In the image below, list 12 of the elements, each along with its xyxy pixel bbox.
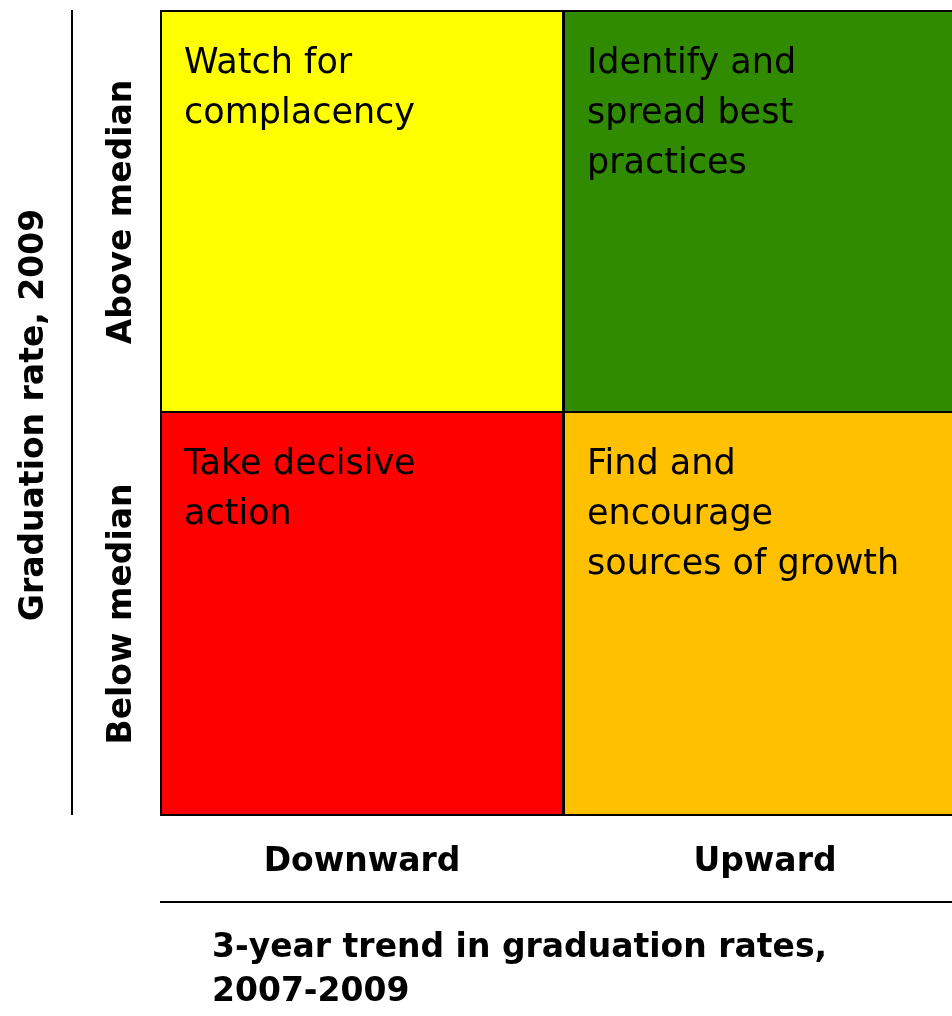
quadrant-text: Watch for complacency [184, 40, 417, 133]
axis-title: Graduation rate, 2009 [11, 208, 53, 622]
quadrant-text: Find and encourage sources of growth [587, 441, 901, 584]
axis-title: 3-year trend in graduation rates, 2007-2009 [212, 925, 829, 1011]
quadrant-text: Identify and spread best practices [587, 40, 798, 183]
axis-category-label: Above median [99, 79, 141, 345]
quadrant-box [160, 411, 564, 816]
axis-category-label: Upward [693, 839, 837, 881]
axis-category-label: Below median [99, 483, 141, 745]
quadrant-box [563, 411, 952, 816]
quadrant-text: Take decisive action [184, 441, 417, 534]
axis-category-label: Downward [263, 839, 461, 881]
